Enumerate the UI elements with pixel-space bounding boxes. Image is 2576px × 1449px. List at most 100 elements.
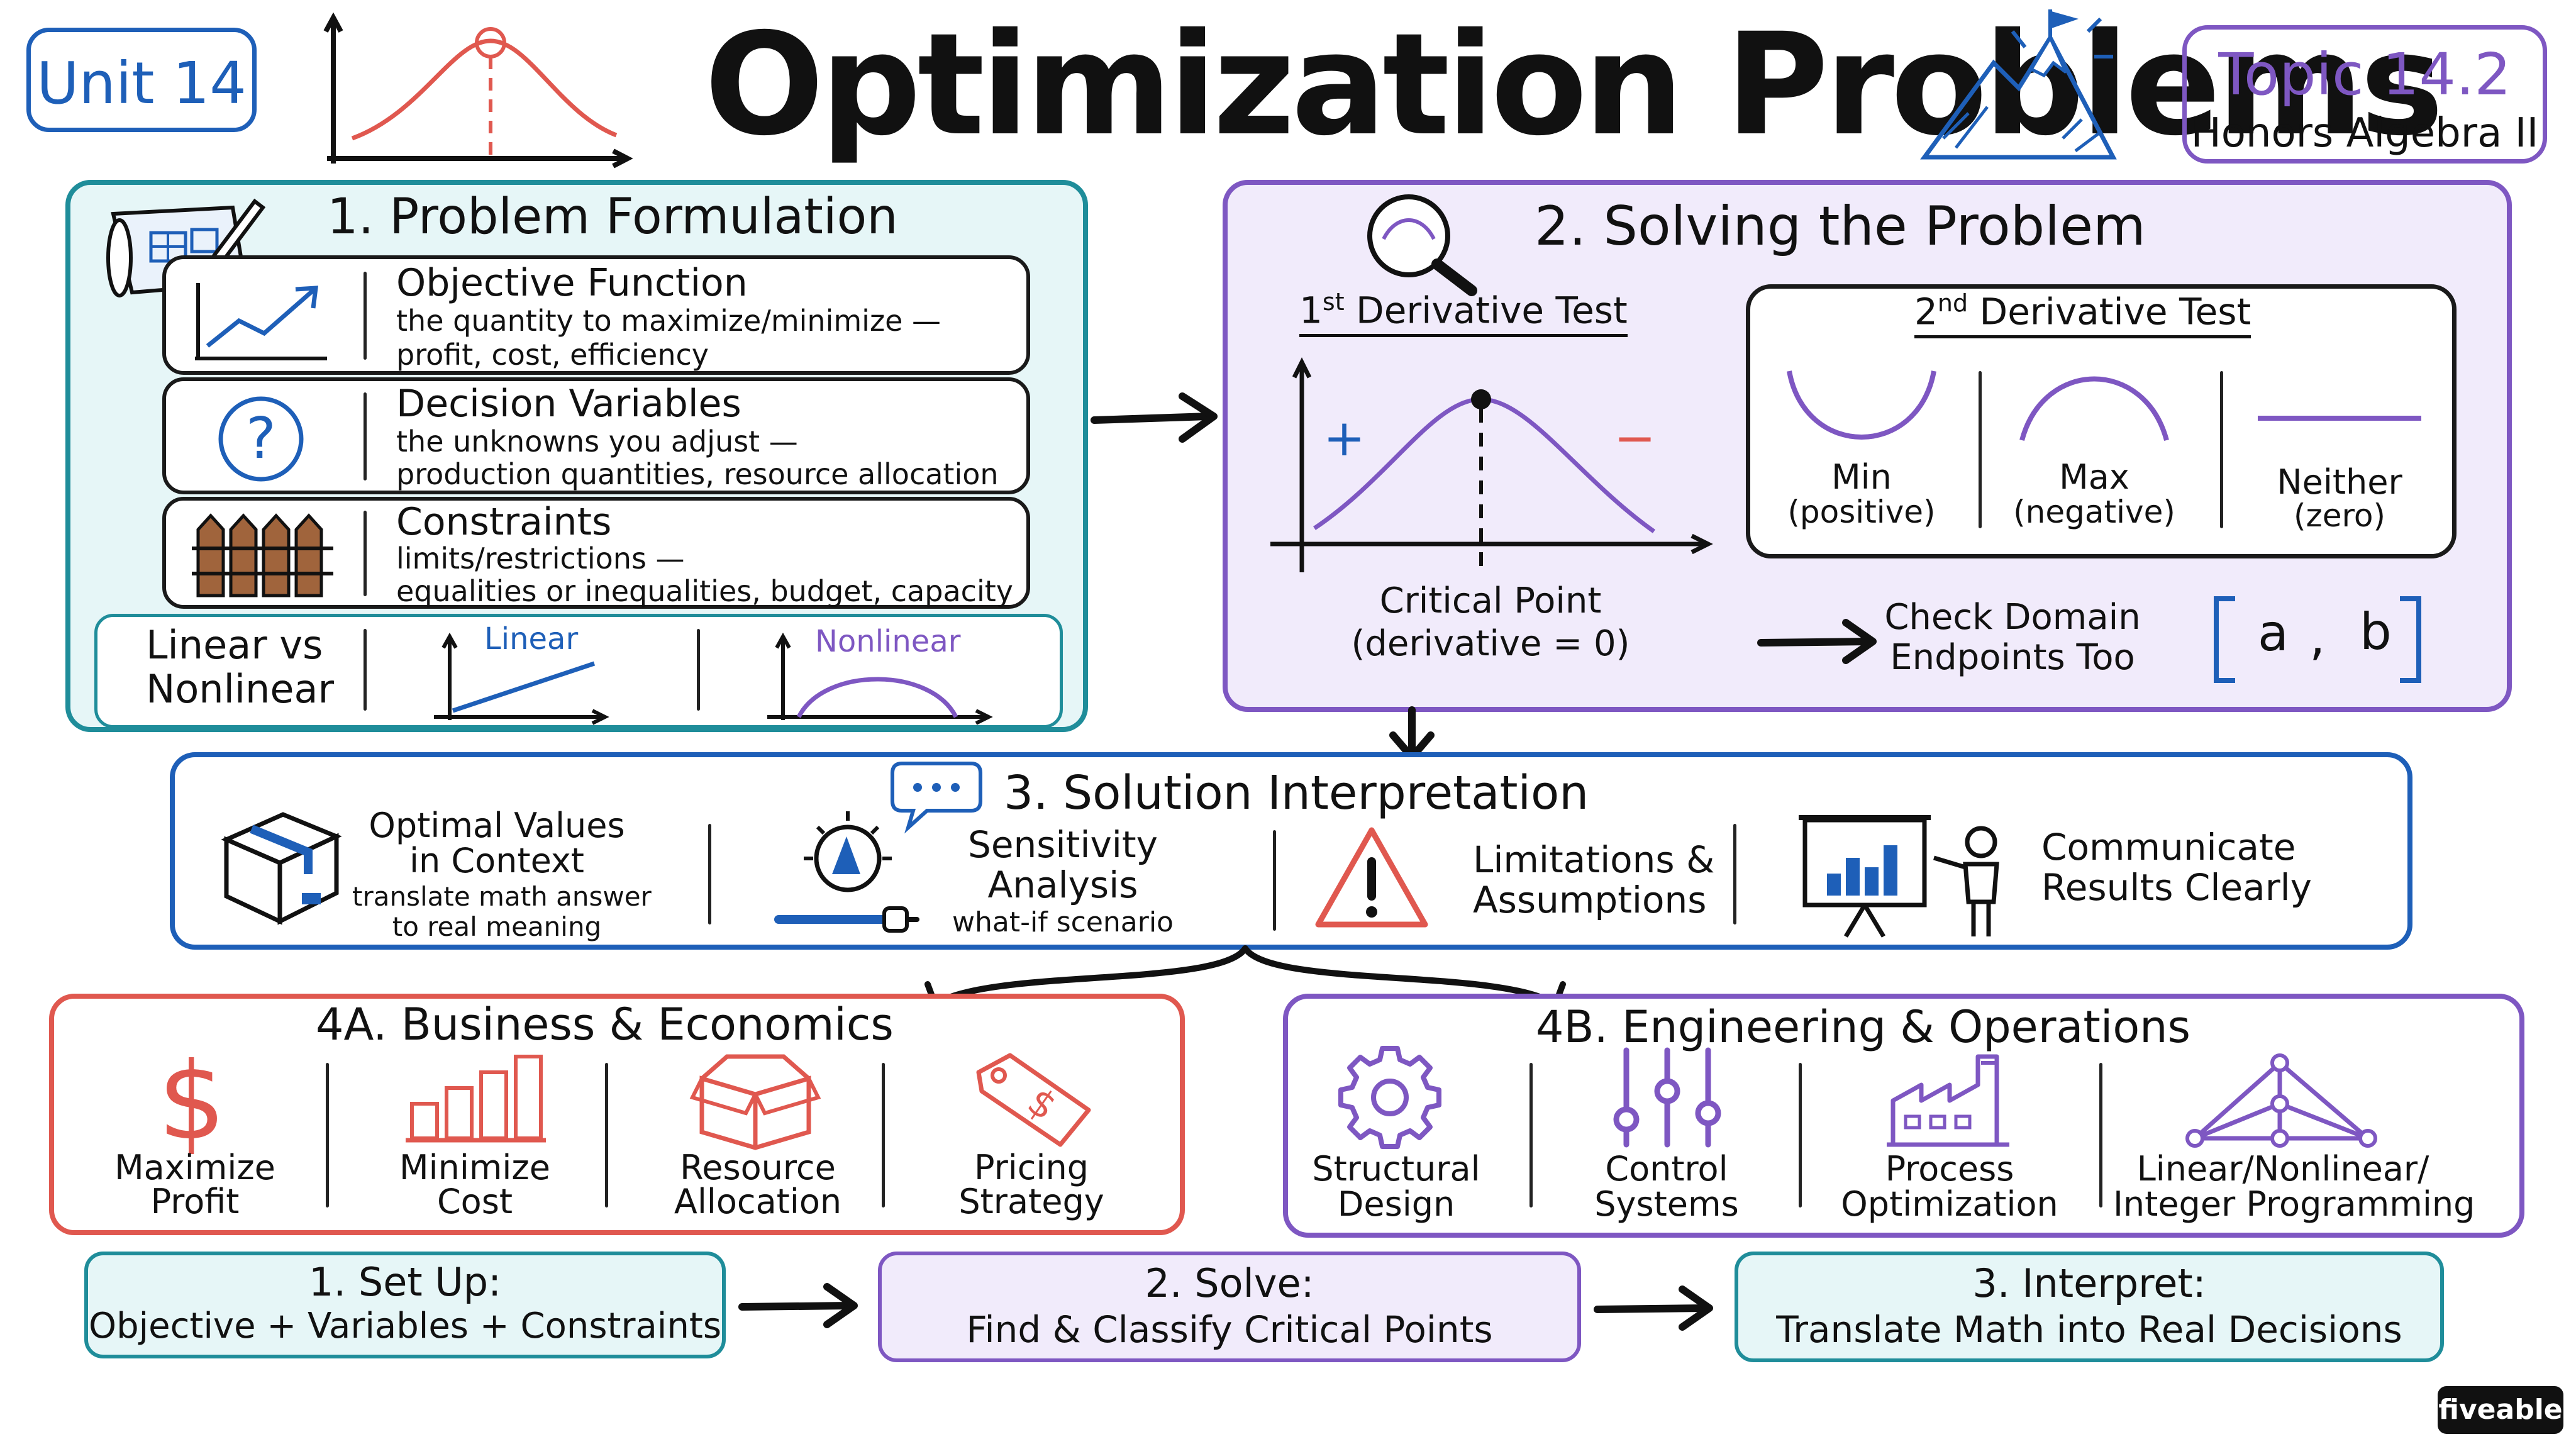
topic-badge: Topic 14.2 Honors Algebra II bbox=[2182, 25, 2547, 164]
optimal-line3: translate math answer bbox=[352, 881, 652, 912]
unit-badge-label: Unit 14 bbox=[36, 50, 247, 117]
second-test-sup: nd bbox=[1937, 289, 1968, 317]
svg-text:$: $ bbox=[158, 1040, 226, 1164]
maximize-profit-line1: Maximize bbox=[114, 1148, 275, 1187]
concave-down-icon bbox=[2019, 376, 2169, 441]
divider bbox=[2220, 371, 2223, 528]
first-test-number: 1 bbox=[1299, 289, 1323, 332]
step2-line2: Find & Classify Critical Points bbox=[966, 1308, 1493, 1351]
second-test-number: 2 bbox=[1914, 290, 1938, 333]
control-systems-line1: Control bbox=[1605, 1149, 1728, 1189]
topic-number: Topic 14.2 bbox=[2218, 41, 2511, 108]
linear-label: Linear bbox=[484, 621, 579, 657]
interval-b: b bbox=[2360, 602, 2392, 661]
first-test-label: Derivative Test bbox=[1344, 289, 1628, 332]
first-test-sup: st bbox=[1322, 288, 1345, 316]
max-label-line2: (negative) bbox=[2013, 494, 2175, 530]
max-label-line1: Max bbox=[2059, 457, 2129, 497]
neither-label-line2: (zero) bbox=[2293, 497, 2386, 534]
section-solution-interpretation bbox=[170, 752, 2412, 950]
plus-sign: + bbox=[1323, 409, 1366, 467]
variables-title: Decision Variables bbox=[396, 382, 741, 426]
section-business-economics bbox=[49, 994, 1185, 1235]
constraints-title: Constraints bbox=[396, 500, 612, 544]
speech-bubble-icon bbox=[891, 762, 982, 834]
decision-variables-card bbox=[162, 377, 1030, 494]
header-curve-graph-icon bbox=[323, 12, 633, 169]
section4a-title: 4A. Business & Economics bbox=[316, 999, 894, 1050]
min-label-line1: Min bbox=[1831, 457, 1892, 497]
interval-comma: , bbox=[2309, 608, 2326, 666]
nonlinear-label: Nonlinear bbox=[815, 624, 961, 659]
open-box-icon bbox=[689, 1054, 821, 1150]
magnifier-icon bbox=[1367, 194, 1477, 296]
second-derivative-test-box bbox=[1746, 284, 2457, 558]
section4b-title: 4B. Engineering & Operations bbox=[1536, 1001, 2190, 1053]
minimize-cost-line2: Cost bbox=[436, 1182, 513, 1221]
programming-line1: Linear/Nonlinear/ bbox=[2136, 1149, 2429, 1189]
step1-line2: Objective + Variables + Constraints bbox=[88, 1306, 721, 1346]
arrow-right-icon bbox=[1091, 392, 1218, 443]
concave-up-icon bbox=[1787, 370, 1936, 440]
min-label-line2: (positive) bbox=[1787, 494, 1936, 530]
limitations-line1: Limitations & bbox=[1473, 838, 1715, 881]
bar-chart-icon bbox=[406, 1055, 546, 1143]
divider bbox=[1799, 1063, 1802, 1208]
flat-line-icon bbox=[2258, 416, 2421, 421]
objective-title: Objective Function bbox=[396, 261, 748, 305]
objective-line2: profit, cost, efficiency bbox=[396, 338, 709, 372]
network-graph-icon bbox=[2185, 1053, 2377, 1148]
fence-icon bbox=[192, 513, 333, 597]
variables-line1: the unknowns you adjust — bbox=[396, 425, 798, 458]
step-interpret-box: 3. Interpret: Translate Math into Real D… bbox=[1735, 1252, 2444, 1362]
arrow-right-icon bbox=[738, 1283, 858, 1328]
package-box-icon bbox=[221, 812, 342, 925]
neither-label-line1: Neither bbox=[2277, 462, 2402, 502]
step-setup-box: 1. Set Up: Objective + Variables + Const… bbox=[84, 1252, 726, 1358]
minus-sign: − bbox=[1614, 409, 1657, 467]
section1-title: 1. Problem Formulation bbox=[327, 189, 898, 245]
section2-title: 2. Solving the Problem bbox=[1535, 195, 2146, 258]
linear-vs-label-line1: Linear vs bbox=[146, 622, 323, 668]
minimize-cost-line1: Minimize bbox=[399, 1148, 550, 1187]
variables-line2: production quantities, resource allocati… bbox=[396, 457, 999, 491]
check-domain-line2: Endpoints Too bbox=[1890, 637, 2135, 678]
resource-allocation-line2: Allocation bbox=[674, 1182, 842, 1221]
interval-bracket: a , b bbox=[2214, 596, 2421, 683]
divider bbox=[364, 392, 367, 480]
divider bbox=[364, 272, 367, 360]
course-name: Honors Algebra II bbox=[2190, 110, 2539, 157]
divider bbox=[364, 629, 367, 711]
divider bbox=[605, 1063, 608, 1208]
communicate-line2: Results Clearly bbox=[2041, 866, 2312, 909]
resource-allocation-line1: Resource bbox=[680, 1148, 836, 1187]
optimal-line2: in Context bbox=[409, 841, 584, 880]
mountain-flag-icon bbox=[1920, 9, 2117, 160]
critical-point-line1: Critical Point bbox=[1379, 580, 1602, 621]
control-systems-line2: Systems bbox=[1594, 1184, 1739, 1224]
pricing-strategy-line2: Strategy bbox=[958, 1182, 1104, 1221]
divider bbox=[1273, 830, 1276, 931]
sensitivity-line2: Analysis bbox=[987, 863, 1138, 906]
linear-graph-icon bbox=[434, 632, 609, 725]
divider bbox=[364, 511, 367, 596]
process-optimization-line1: Process bbox=[1885, 1149, 2014, 1189]
constraints-line1: limits/restrictions — bbox=[396, 541, 685, 575]
divider bbox=[697, 629, 700, 711]
divider bbox=[708, 824, 711, 924]
first-derivative-graph bbox=[1270, 357, 1713, 572]
control-sliders-icon bbox=[1613, 1047, 1721, 1148]
arrow-right-icon bbox=[1594, 1285, 1713, 1331]
maximize-profit-line2: Profit bbox=[150, 1182, 240, 1221]
brand-text: fiveable bbox=[2438, 1394, 2563, 1426]
divider bbox=[2099, 1063, 2102, 1208]
structural-design-line2: Design bbox=[1337, 1184, 1455, 1224]
dollar-sign-icon: $ bbox=[158, 1040, 226, 1164]
page-title: Optimization Problems bbox=[704, 3, 2444, 167]
step3-line1: 3. Interpret: bbox=[1972, 1260, 2206, 1306]
sensitivity-line3: what-if scenario bbox=[952, 906, 1174, 938]
section3-title: 3. Solution Interpretation bbox=[1004, 766, 1589, 820]
presentation-board-icon bbox=[1799, 815, 1999, 938]
second-derivative-test-title: 2nd Derivative Test bbox=[1914, 289, 2251, 339]
step2-line1: 2. Solve: bbox=[1145, 1260, 1314, 1306]
